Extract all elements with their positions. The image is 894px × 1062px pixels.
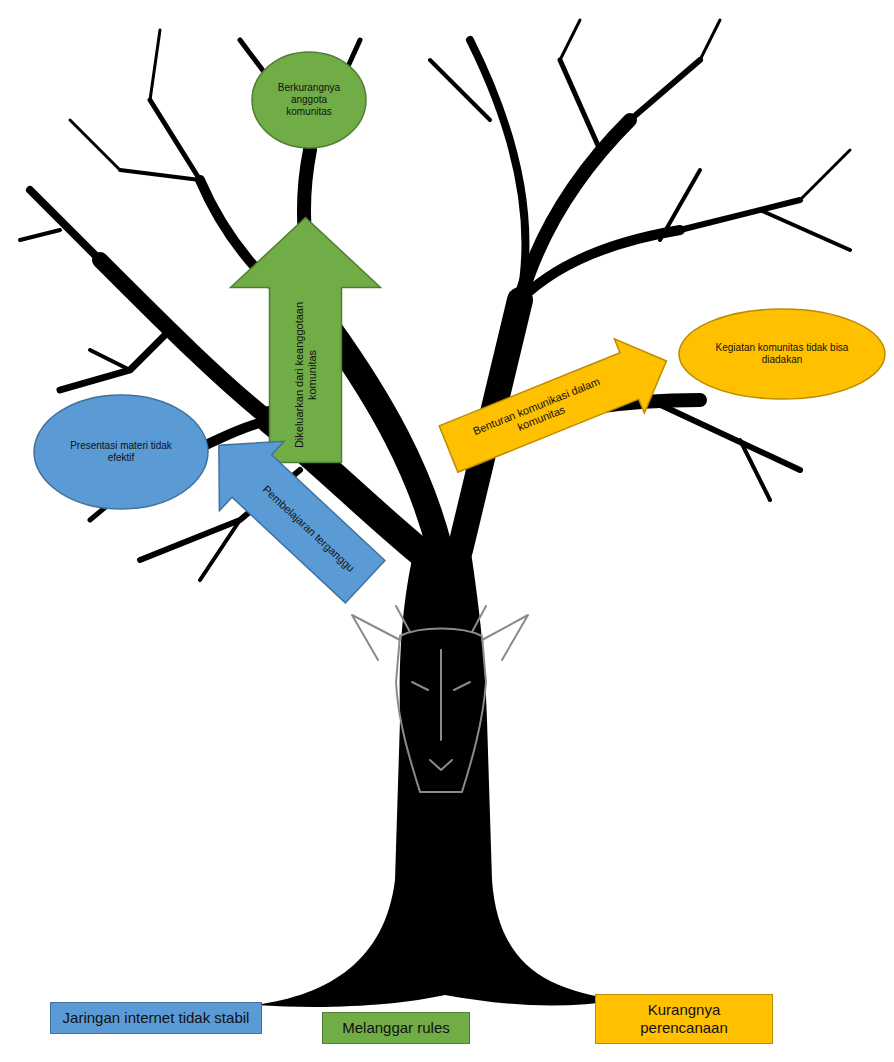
text-area: Melanggar rules [323, 1013, 469, 1043]
node-text: Benturan komunikasi dalam komunitas [447, 365, 630, 460]
cause-arrow: Benturan komunikasi dalam komunitas [434, 324, 682, 486]
node-text: Pembelajaran terganggu [260, 483, 357, 575]
text-area: Kegiatan komunitas tidak bisa diadakan [707, 308, 857, 400]
text-area: Presentasi materi tidak efektif [58, 394, 185, 510]
node-text: Kurangnya perencanaan [606, 1001, 762, 1037]
text-area: Pembelajaran terganggu [235, 458, 382, 601]
node-text: Presentasi materi tidak efektif [58, 440, 185, 464]
text-area: Kurangnya perencanaan [596, 995, 772, 1043]
root-box: Kurangnya perencanaan [595, 994, 773, 1044]
text-area: Berkurangnya anggota komunitas [267, 51, 351, 149]
root-box: Jaringan internet tidak stabil [50, 1002, 262, 1034]
root-box: Melanggar rules [322, 1012, 470, 1044]
effect-ellipse: Kegiatan komunitas tidak bisa diadakan [678, 308, 886, 400]
effect-ellipse: Presentasi materi tidak efektif [33, 394, 209, 510]
node-text: Berkurangnya anggota komunitas [267, 82, 351, 118]
arrow-outline [231, 218, 381, 463]
node-text: Melanggar rules [342, 1019, 450, 1037]
text-area: Dikeluarkan dari keanggotaan komunitas [270, 292, 342, 459]
node-text: Dikeluarkan dari keanggotaan komunitas [292, 292, 318, 459]
effect-ellipse: Berkurangnya anggota komunitas [251, 51, 367, 149]
cause-arrow: Dikeluarkan dari keanggotaan komunitas [231, 218, 381, 463]
text-area: Jaringan internet tidak stabil [51, 1003, 261, 1033]
node-text: Jaringan internet tidak stabil [63, 1009, 250, 1027]
node-text: Kegiatan komunitas tidak bisa diadakan [707, 342, 857, 366]
